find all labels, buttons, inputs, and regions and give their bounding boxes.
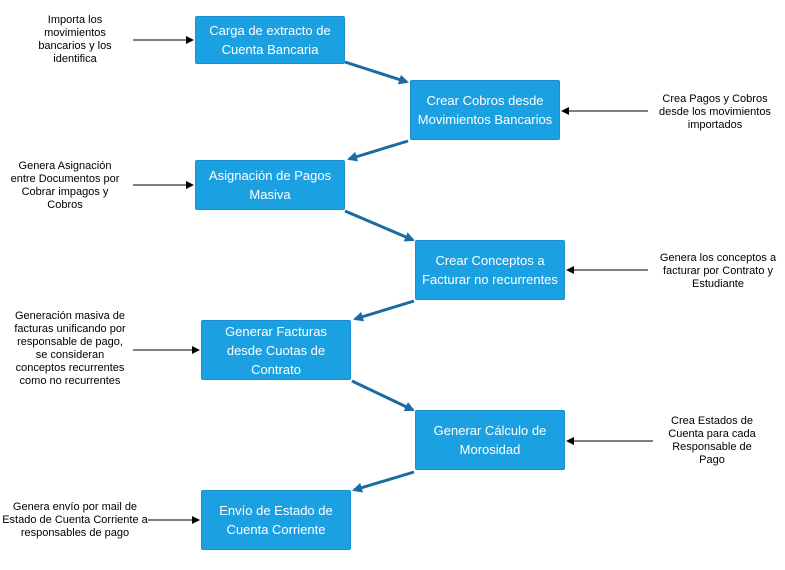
step-label: Envío de Estado de Cuenta Corriente [219,503,333,537]
step-label: Generar Facturas desde Cuotas de Contrat… [225,323,327,377]
note-text: Generación masiva de facturas unificando… [14,310,126,387]
note-generacion-masiva: Generación masiva de facturas unificando… [10,296,130,402]
note-text: Importa los movimientos bancarios y los … [38,14,112,65]
step-label: Asignación de Pagos Masiva [208,168,332,202]
note-genera-envio: Genera envío por mail de Estado de Cuent… [2,490,148,550]
note-text: Genera Asignación entre Documentos por C… [10,160,120,211]
note-text: Genera los conceptos a facturar por Cont… [659,251,777,290]
step-box-envio-estado: Envío de Estado de Cuenta Corriente [201,490,351,550]
note-text: Genera envío por mail de Estado de Cuent… [2,500,148,539]
step-box-crear-conceptos: Crear Conceptos a Facturar no recurrente… [415,240,565,300]
step-box-carga-extracto: Carga de extracto de Cuenta Bancaria [195,16,345,64]
note-text: Crea Pagos y Cobros desde los movimiento… [659,92,771,131]
step-label: Generar Cálculo de Morosidad [433,423,547,457]
step-label: Crear Cobros desde Movimientos Bancarios [417,93,553,127]
note-crea-estados: Crea Estados de Cuenta para cada Respons… [662,410,762,472]
step-box-generar-facturas: Generar Facturas desde Cuotas de Contrat… [201,320,351,380]
step-box-asignacion-pagos: Asignación de Pagos Masiva [195,160,345,210]
flow-arrow-5-6 [351,379,415,412]
note-text: Crea Estados de Cuenta para cada Respons… [668,415,756,466]
step-box-calculo-morosidad: Generar Cálculo de Morosidad [415,410,565,470]
step-label: Crear Conceptos a Facturar no recurrente… [422,253,558,287]
step-label: Carga de extracto de Cuenta Bancaria [209,23,331,57]
note-genera-asignacion: Genera Asignación entre Documentos por C… [5,156,125,216]
note-genera-conceptos: Genera los conceptos a facturar por Cont… [652,248,784,294]
note-crea-pagos: Crea Pagos y Cobros desde los movimiento… [652,88,778,136]
flow-arrow-6-7 [352,470,415,493]
note-importa: Importa los movimientos bancarios y los … [30,10,120,70]
flow-arrow-3-4 [344,209,415,242]
flow-arrow-4-5 [353,299,415,322]
flow-arrow-2-3 [347,139,409,162]
step-box-crear-cobros: Crear Cobros desde Movimientos Bancarios [410,80,560,140]
flow-arrow-1-2 [344,60,409,85]
